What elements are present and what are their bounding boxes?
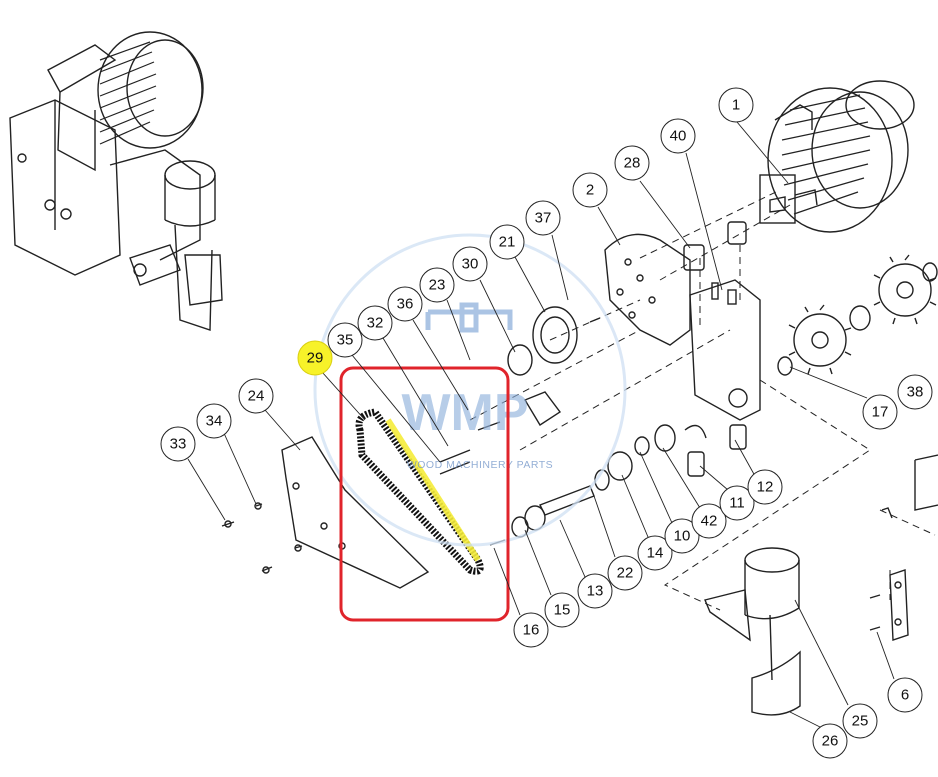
callouts: 1 40 28 2 37 21 30 23 36 32 35 29 24 34 … — [160, 87, 933, 759]
svg-text:25: 25 — [852, 713, 869, 730]
callout-33[interactable]: 33 — [160, 426, 196, 462]
svg-text:37: 37 — [535, 210, 552, 227]
callout-17[interactable]: 17 — [862, 394, 898, 430]
watermark: WMP WOOD MACHINERY PARTS — [313, 233, 627, 547]
callout-15[interactable]: 15 — [544, 592, 580, 628]
callout-1[interactable]: 1 — [718, 87, 754, 123]
svg-text:2: 2 — [586, 182, 594, 199]
timing-belt — [355, 408, 484, 575]
callout-6[interactable]: 6 — [887, 677, 923, 713]
svg-text:11: 11 — [729, 495, 745, 512]
callout-10[interactable]: 10 — [664, 518, 700, 554]
svg-text:21: 21 — [499, 234, 516, 251]
watermark-subtext: WOOD MACHINERY PARTS — [407, 459, 553, 471]
svg-text:38: 38 — [907, 384, 924, 401]
svg-text:22: 22 — [617, 565, 634, 582]
svg-text:35: 35 — [337, 332, 354, 349]
callout-35[interactable]: 35 — [327, 322, 363, 358]
svg-text:26: 26 — [822, 733, 839, 750]
svg-text:13: 13 — [587, 583, 604, 600]
callout-23[interactable]: 23 — [419, 267, 455, 303]
callout-25[interactable]: 25 — [842, 703, 878, 739]
callout-40[interactable]: 40 — [660, 118, 696, 154]
cylinder-cover — [704, 547, 801, 716]
svg-text:16: 16 — [523, 622, 540, 639]
svg-text:36: 36 — [397, 296, 414, 313]
svg-text:42: 42 — [701, 513, 718, 530]
assembled-motor-unit — [9, 31, 223, 331]
svg-text:24: 24 — [248, 388, 265, 405]
callout-2[interactable]: 2 — [572, 172, 608, 208]
svg-text:12: 12 — [757, 479, 774, 496]
callout-37[interactable]: 37 — [525, 200, 561, 236]
callout-13[interactable]: 13 — [577, 573, 613, 609]
svg-text:6: 6 — [901, 687, 909, 704]
svg-text:32: 32 — [367, 315, 384, 332]
callout-21[interactable]: 21 — [489, 224, 525, 260]
side-brackets — [869, 454, 938, 641]
belt-highlight — [385, 418, 481, 562]
callout-34[interactable]: 34 — [196, 403, 232, 439]
callout-42[interactable]: 42 — [691, 503, 727, 539]
callout-24[interactable]: 24 — [238, 378, 274, 414]
callout-38[interactable]: 38 — [897, 374, 933, 410]
callout-14[interactable]: 14 — [637, 535, 673, 571]
svg-text:29: 29 — [307, 350, 324, 367]
callout-28[interactable]: 28 — [614, 145, 650, 181]
callout-36[interactable]: 36 — [387, 286, 423, 322]
watermark-ring — [313, 233, 627, 547]
callout-16[interactable]: 16 — [513, 612, 549, 648]
callout-32[interactable]: 32 — [357, 305, 393, 341]
svg-text:30: 30 — [462, 256, 479, 273]
svg-text:10: 10 — [674, 528, 691, 545]
watermark-machine-icon — [425, 302, 513, 333]
callout-30[interactable]: 30 — [452, 246, 488, 282]
callout-11[interactable]: 11 — [719, 485, 755, 521]
svg-text:28: 28 — [624, 155, 641, 172]
svg-text:14: 14 — [647, 545, 664, 562]
motor-assembly — [759, 80, 915, 233]
svg-text:40: 40 — [670, 128, 687, 145]
svg-text:15: 15 — [554, 602, 571, 619]
leader-lines — [187, 121, 895, 728]
callout-22[interactable]: 22 — [607, 555, 643, 591]
svg-text:34: 34 — [206, 413, 223, 430]
selection-box — [339, 366, 510, 622]
svg-text:1: 1 — [732, 97, 740, 114]
callout-12[interactable]: 12 — [747, 469, 783, 505]
screws — [221, 421, 506, 574]
callout-29[interactable]: 29 — [297, 340, 333, 376]
svg-text:17: 17 — [872, 404, 889, 421]
svg-text:33: 33 — [170, 436, 187, 453]
svg-text:23: 23 — [429, 277, 446, 294]
callout-26[interactable]: 26 — [812, 723, 848, 759]
gearbox-housing — [604, 221, 761, 421]
saw-blades — [777, 254, 938, 376]
